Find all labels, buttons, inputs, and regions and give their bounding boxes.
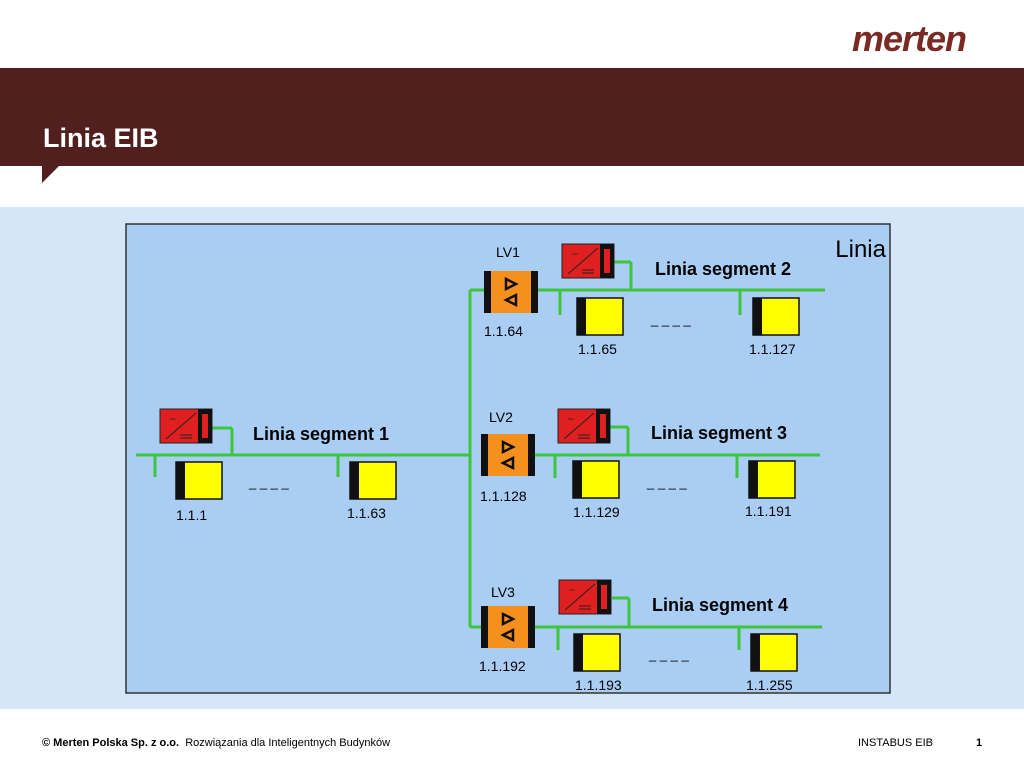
bus-device-icon [349,461,397,500]
address-1-1-193: 1.1.193 [575,677,622,693]
segment-1-label: Linia segment 1 [253,424,389,444]
segment-3-label: Linia segment 3 [651,423,787,443]
bus-device-icon [748,460,796,499]
page-number: 1 [976,737,983,749]
footer-company: © Merten Polska Sp. z o.o. [42,737,180,749]
svg-text:~: ~ [169,415,177,425]
coupler-name-lv3: LV3 [491,584,515,600]
bus-device-icon [576,297,624,336]
segment-4-label: Linia segment 4 [652,595,788,615]
svg-text:~: ~ [571,250,579,260]
line-coupler-icon-lv1 [484,271,538,313]
address-1-1-1: 1.1.1 [176,507,207,523]
footer-product: INSTABUS EIB [858,737,933,749]
coupler-name-lv1: LV1 [496,244,520,260]
coupler-address-lv3: 1.1.192 [479,658,526,674]
footer-tagline: Rozwiązania dla Inteligentnych Budynków [185,737,391,749]
bus-lines [136,260,825,650]
power-supply-icon: ~ [159,408,213,444]
coupler-address-lv1: 1.1.64 [484,323,523,339]
segment-2-label: Linia segment 2 [655,259,791,279]
address-1-1-255: 1.1.255 [746,677,793,693]
power-supply-icon: ~ [557,408,611,444]
address-1-1-129: 1.1.129 [573,504,620,520]
segment-1-dash: _ _ _ _ [248,475,290,490]
address-1-1-63: 1.1.63 [347,505,386,521]
bus-device-icon [572,460,620,499]
frame-label: Linia [835,236,886,263]
bus-device-icon [750,633,798,672]
address-1-1-127: 1.1.127 [749,341,796,357]
svg-text:~: ~ [568,586,576,596]
bus-device-icon [752,297,800,336]
title-bar-notch [42,166,59,183]
segment-3-dash: _ _ _ _ [646,475,688,490]
line-coupler-icon-lv2 [481,434,535,476]
footer-left: © Merten Polska Sp. z o.o. Rozwiązania d… [42,737,390,749]
page-title: Linia EIB [43,123,159,153]
segment-2-dash: _ _ _ _ [650,312,692,327]
title-bar: Linia EIB [0,68,1024,183]
power-supply-icon: ~ [561,243,615,279]
bus-device-icon [175,461,223,500]
bus-device-icon [573,633,621,672]
svg-text:~: ~ [567,415,575,425]
address-1-1-191: 1.1.191 [745,503,792,519]
power-supply-icon: ~ [558,579,612,615]
address-1-1-65: 1.1.65 [578,341,617,357]
merten-logo: merten [852,18,967,59]
footer: © Merten Polska Sp. z o.o. Rozwiązania d… [0,733,1024,753]
segment-4-dash: _ _ _ _ [648,647,690,662]
coupler-address-lv2: 1.1.128 [480,488,527,504]
line-coupler-icon-lv3 [481,606,535,648]
coupler-name-lv2: LV2 [489,409,513,425]
